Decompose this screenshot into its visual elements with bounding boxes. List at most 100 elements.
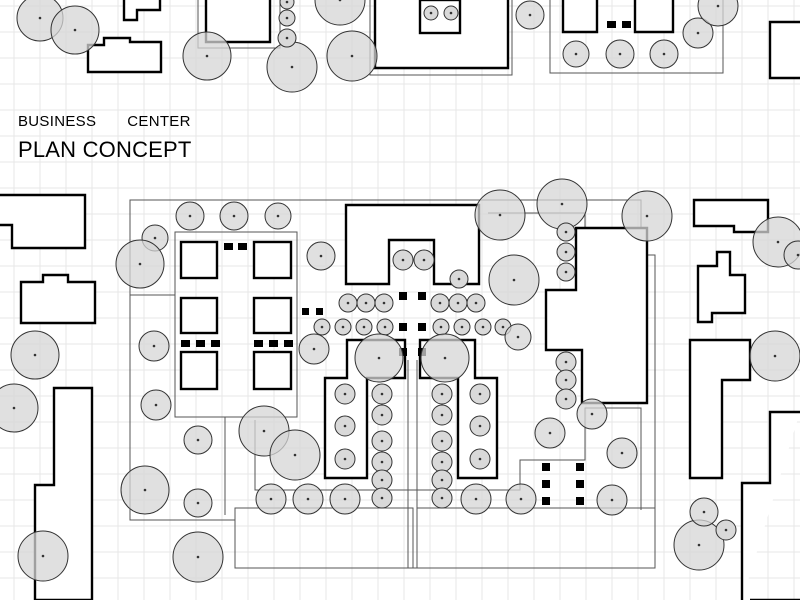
tree-icon bbox=[453, 318, 471, 336]
tree-trunk bbox=[610, 498, 614, 502]
tree-icon bbox=[314, 0, 366, 26]
tree-icon bbox=[606, 437, 638, 469]
tree-trunk bbox=[12, 406, 16, 410]
tree-icon bbox=[556, 262, 576, 282]
tree-trunk bbox=[429, 11, 433, 15]
building-east-1 bbox=[692, 198, 770, 234]
tree-trunk bbox=[618, 52, 622, 56]
tree-trunk bbox=[293, 453, 297, 457]
tree-icon bbox=[431, 469, 453, 491]
tree-icon bbox=[556, 242, 576, 262]
trees bbox=[0, 0, 800, 583]
tree-icon bbox=[266, 41, 318, 93]
tree-trunk bbox=[306, 497, 310, 501]
tree-trunk bbox=[456, 301, 460, 305]
tree-trunk bbox=[478, 457, 482, 461]
tree-icon bbox=[576, 398, 608, 430]
tree-trunk bbox=[383, 325, 387, 329]
tree-trunk bbox=[564, 230, 568, 234]
tree-trunk bbox=[564, 397, 568, 401]
tree-trunk bbox=[196, 555, 200, 559]
tree-trunk bbox=[574, 52, 578, 56]
tree-icon bbox=[334, 318, 352, 336]
tree-trunk bbox=[697, 543, 701, 547]
tree-icon bbox=[264, 202, 292, 230]
tree-trunk bbox=[478, 392, 482, 396]
tree-trunk bbox=[290, 65, 294, 69]
tree-trunk bbox=[620, 451, 624, 455]
tree-icon bbox=[749, 330, 800, 382]
tree-icon bbox=[505, 483, 537, 515]
tree-trunk bbox=[41, 554, 45, 558]
tree-icon bbox=[555, 351, 577, 373]
tree-icon bbox=[430, 293, 450, 313]
tree-icon bbox=[682, 17, 714, 49]
tree-icon bbox=[277, 28, 297, 48]
marker bbox=[399, 348, 407, 356]
marker bbox=[542, 463, 550, 471]
tree-canopy bbox=[279, 0, 295, 10]
west-walkway bbox=[130, 294, 226, 515]
tree-icon bbox=[10, 330, 60, 380]
marker bbox=[576, 497, 584, 505]
marker bbox=[196, 340, 205, 347]
marker bbox=[316, 308, 323, 315]
tree-trunk bbox=[512, 278, 516, 282]
tree-icon bbox=[536, 178, 588, 230]
tree-trunk bbox=[519, 497, 523, 501]
tree-icon bbox=[431, 430, 453, 452]
tree-trunk bbox=[457, 277, 461, 281]
tree-trunk bbox=[422, 258, 426, 262]
tree-trunk bbox=[382, 301, 386, 305]
tree-trunk bbox=[796, 253, 800, 257]
tree-icon bbox=[488, 254, 540, 306]
tree-icon bbox=[562, 40, 590, 68]
tree-trunk bbox=[188, 214, 192, 218]
tree-trunk bbox=[498, 213, 502, 217]
marker bbox=[238, 243, 247, 250]
marker bbox=[399, 323, 407, 331]
tree-icon bbox=[269, 429, 321, 481]
pavilion-2 bbox=[252, 240, 293, 280]
building-east-3 bbox=[688, 338, 752, 480]
building-east-2 bbox=[696, 250, 747, 324]
tree-icon bbox=[376, 318, 394, 336]
tree-trunk bbox=[474, 301, 478, 305]
pavilion-1 bbox=[179, 240, 219, 280]
tree-icon bbox=[443, 5, 459, 21]
marker bbox=[302, 308, 309, 315]
tree-trunk bbox=[501, 325, 505, 329]
tree-icon bbox=[469, 383, 491, 405]
tree-icon bbox=[354, 333, 404, 383]
tree-icon bbox=[182, 31, 232, 81]
tree-icon bbox=[392, 249, 414, 271]
tree-icon bbox=[183, 425, 213, 455]
marker bbox=[576, 480, 584, 488]
tree-icon bbox=[329, 483, 361, 515]
tree-trunk bbox=[401, 258, 405, 262]
marker bbox=[254, 340, 263, 347]
tree-icon bbox=[371, 469, 393, 491]
marker bbox=[269, 340, 278, 347]
building-north-nw-small bbox=[122, 0, 162, 22]
tree-icon bbox=[423, 5, 439, 21]
tree-trunk bbox=[440, 413, 444, 417]
pavilion-4 bbox=[252, 296, 293, 335]
tree-trunk bbox=[338, 0, 342, 2]
pavilion-5 bbox=[179, 350, 219, 391]
tree-icon bbox=[371, 430, 393, 452]
tree-trunk bbox=[364, 301, 368, 305]
tree-trunk bbox=[380, 496, 384, 500]
tree-trunk bbox=[776, 240, 780, 244]
tree-trunk bbox=[439, 325, 443, 329]
tree-trunk bbox=[440, 439, 444, 443]
north-block-outline-1 bbox=[197, 0, 281, 49]
tree-trunk bbox=[478, 424, 482, 428]
tree-icon bbox=[183, 488, 213, 518]
marker bbox=[418, 323, 426, 331]
tree-icon bbox=[431, 451, 453, 473]
tree-icon bbox=[292, 483, 324, 515]
tree-canopy bbox=[697, 0, 739, 27]
tree-trunk bbox=[443, 356, 447, 360]
tree-trunk bbox=[285, 0, 289, 4]
